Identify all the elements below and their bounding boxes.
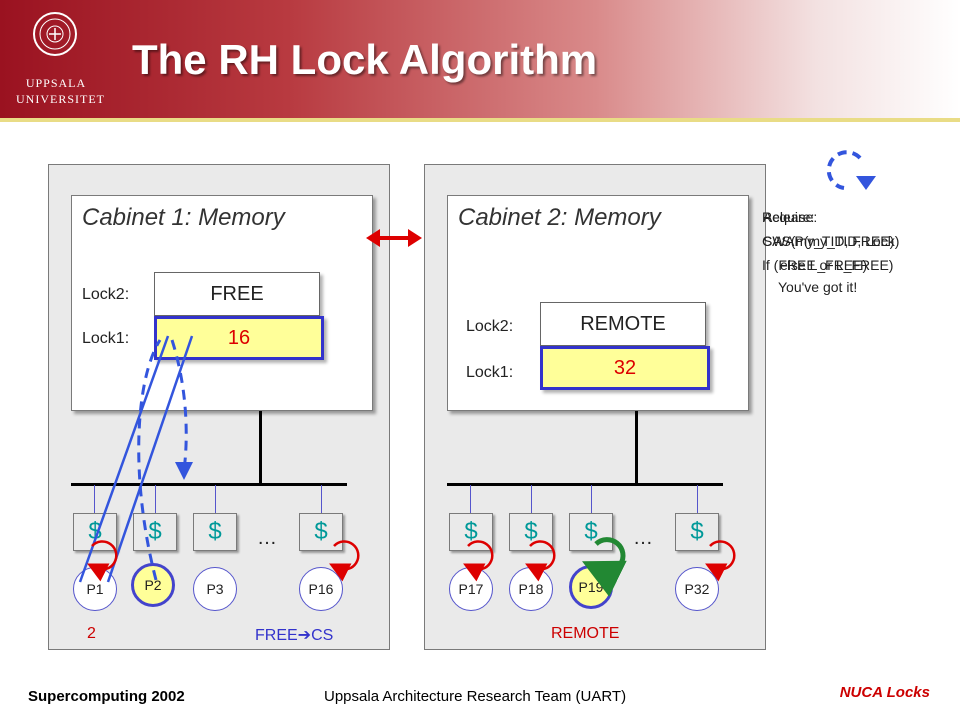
cache-p18: $ — [509, 513, 553, 551]
cabinet-1-memory-title: Cabinet 1: Memory — [82, 204, 285, 231]
cache-p2: $ — [133, 513, 177, 551]
cache-p16: $ — [299, 513, 343, 551]
cabinet-2-memory-title: Cabinet 2: Memory — [458, 204, 661, 231]
transition-from: FREE — [255, 627, 298, 644]
cache-ellipsis: … — [257, 527, 277, 549]
cabinet-1-lock1-value: 16 — [154, 316, 324, 360]
cache-link — [94, 485, 95, 513]
cache-p1: $ — [73, 513, 117, 551]
pseudo-line2: CAS(my_TID, FREE) — [762, 233, 895, 249]
cabinet-1: Cabinet 1: Memory Lock2: FREE Lock1: 16 … — [48, 164, 390, 650]
cache-p3: $ — [193, 513, 237, 551]
cabinet-1-status-count: 2 — [87, 625, 96, 642]
cache-link — [155, 485, 156, 513]
cabinet-2-lock2-value: REMOTE — [540, 302, 706, 346]
pseudo-line2-overlap: SWAP(my_TID, Lock) — [763, 233, 900, 249]
footer-topic: NUCA Locks — [839, 684, 930, 701]
logo-text-line2: UNIVERSITET — [16, 92, 105, 106]
dashed-cycle-icon — [826, 150, 876, 190]
cabinet-1-memory-link — [259, 411, 262, 483]
processor-p19: P19 — [569, 565, 613, 609]
processor-p1: P1 — [73, 567, 117, 611]
cabinet-1-lock2-label: Lock2: — [82, 286, 130, 303]
cache-link — [531, 485, 532, 513]
right-arrow-icon: ➔ — [297, 627, 312, 644]
cache-link — [697, 485, 698, 513]
cabinet-2-lock2-label: Lock2: — [466, 318, 514, 335]
slide-header — [0, 0, 960, 118]
cabinet-1-status-transition: FREE➔CS — [255, 625, 333, 645]
cabinet-2-memory: Cabinet 2: Memory Lock2: REMOTE Lock1: 3… — [447, 195, 749, 411]
footer-team: Uppsala Architecture Research Team (UART… — [324, 688, 627, 705]
cabinet-1-bus — [71, 483, 347, 486]
cache-link — [591, 485, 592, 513]
cabinet-1-lock1-label: Lock1: — [82, 330, 130, 347]
cache-p32: $ — [675, 513, 719, 551]
cache-link — [215, 485, 216, 513]
cabinet-2-memory-link — [635, 411, 638, 483]
slide-title: The RH Lock Algorithm — [132, 36, 598, 83]
university-logo: UPPSALA UNIVERSITET — [16, 12, 105, 112]
transition-to: CS — [311, 627, 334, 644]
processor-p18: P18 — [509, 567, 553, 611]
cabinet-2-lock1-label: Lock1: — [466, 364, 514, 381]
header-rule — [0, 118, 960, 122]
cabinet-2-lock1-value: 32 — [540, 346, 710, 390]
processor-p17: P17 — [449, 567, 493, 611]
cabinet-1-memory: Cabinet 1: Memory Lock2: FREE Lock1: 16 — [71, 195, 373, 411]
processor-p2: P2 — [131, 563, 175, 607]
pseudo-line3-overlap: else L_FREE) — [780, 257, 868, 273]
processor-p16: P16 — [299, 567, 343, 611]
cabinet-2-status: REMOTE — [551, 625, 620, 642]
pseudo-line4: You've got it! — [778, 279, 858, 295]
pseudo-line3: If (FREE or L_FREE) — [762, 257, 894, 273]
cache-link — [470, 485, 471, 513]
cabinet-2-bus — [447, 483, 723, 486]
cabinet-2: Cabinet 2: Memory Lock2: REMOTE Lock1: 3… — [424, 164, 766, 650]
cache-p19: $ — [569, 513, 613, 551]
processor-p3: P3 — [193, 567, 237, 611]
pseudo-line1-overlap: Acquire: — [763, 209, 815, 225]
cache-link — [321, 485, 322, 513]
cabinet-1-lock2-value: FREE — [154, 272, 320, 316]
footer-conference: Supercomputing 2002 — [28, 688, 185, 705]
seal-icon — [33, 12, 77, 56]
pseudo-line1: Release: — [762, 209, 818, 225]
cache-ellipsis: … — [633, 527, 653, 549]
logo-text-line1: UPPSALA — [25, 76, 87, 90]
cache-p17: $ — [449, 513, 493, 551]
processor-p32: P32 — [675, 567, 719, 611]
